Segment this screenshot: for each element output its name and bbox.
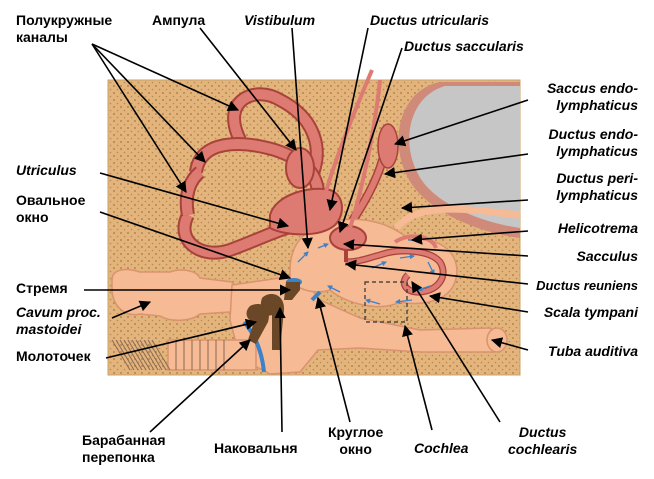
label-ampulla: Ампула	[152, 12, 206, 28]
label-tympanic-membrane: Барабанная перепонка	[82, 432, 166, 466]
label-ductus-endolymphaticus: Ductus endo- lymphaticus	[549, 126, 638, 160]
label-line: каналы	[16, 29, 68, 45]
label-line: lymphaticus	[556, 143, 638, 159]
label-line: Ductus peri-	[556, 170, 638, 186]
label-ductus-saccularis: Ductus saccularis	[404, 38, 524, 54]
label-ductus-perilymphaticus: Ductus peri- lymphaticus	[556, 170, 638, 204]
label-malleus: Молоточек	[16, 348, 91, 364]
label-stapes: Стремя	[16, 280, 68, 296]
malleus	[246, 303, 269, 344]
label-line: Ductus endo-	[548, 126, 638, 142]
label-line: перепонка	[82, 449, 155, 465]
label-ductus-reuniens: Ductus reuniens	[536, 278, 638, 293]
scala-tympani-box	[364, 281, 408, 323]
pointer-lines	[84, 27, 529, 433]
label-line: lymphaticus	[556, 97, 638, 113]
label-line: mastoidei	[16, 321, 82, 337]
label-line: Овальное	[16, 192, 86, 208]
label-line: Ductus	[518, 424, 567, 440]
round-window	[310, 290, 322, 302]
label-ductus-cochlearis: Ductus cochlearis	[508, 424, 577, 458]
label-line: Полукружные	[16, 12, 113, 28]
ampulla	[285, 147, 315, 189]
label-ductus-utricularis: Ductus utricularis	[370, 12, 490, 28]
ductus-saccularis	[348, 79, 382, 229]
sacculus	[329, 225, 367, 251]
label-oval-window: Овальное окно	[16, 192, 85, 226]
brain-region	[398, 82, 520, 238]
flow-arrows	[297, 237, 435, 305]
label-incus: Наковальня	[214, 440, 298, 456]
ductus-perilymphaticus	[393, 205, 521, 231]
label-utriculus: Utriculus	[16, 162, 77, 178]
saccus-endolymphaticus	[377, 123, 399, 169]
label-line: Круглое	[328, 424, 384, 440]
label-line: окно	[16, 209, 49, 225]
label-tuba-auditiva: Tuba auditiva	[548, 343, 638, 359]
label-cochlea: Cochlea	[414, 440, 469, 456]
label-line: окно	[339, 441, 372, 457]
label-line: Cavum proc.	[16, 304, 101, 320]
label-line: Барабанная	[82, 432, 166, 448]
label-line: Saccus endo-	[546, 80, 638, 96]
label-line: cochlearis	[508, 441, 578, 457]
label-line: lymphaticus	[556, 187, 638, 203]
label-scala-tympani: Scala tympani	[543, 304, 638, 320]
label-vestibulum: Vistibulum	[244, 12, 316, 28]
label-sacculus: Sacculus	[576, 248, 638, 264]
label-helicotrema: Helicotrema	[557, 220, 638, 236]
label-saccus-endolymphaticus: Saccus endo- lymphaticus	[547, 80, 638, 114]
label-semicircular-canals: Полукружные каналы	[16, 12, 112, 46]
label-round-window: Круглое окно	[328, 424, 383, 458]
label-cavum-mastoidei: Cavum proc. mastoidei	[16, 304, 101, 338]
